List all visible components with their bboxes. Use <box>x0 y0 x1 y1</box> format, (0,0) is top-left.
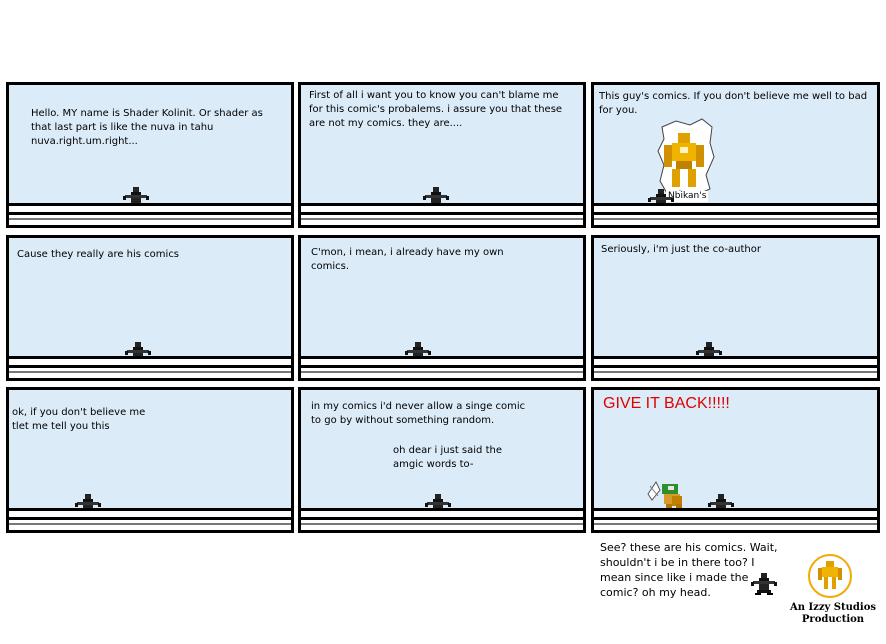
panel-1-text: Hello. MY name is Shader Kolinit. Or sha… <box>31 108 263 147</box>
panel-6-text: Seriously, i'm just the co-author <box>601 244 761 255</box>
floor <box>301 508 583 530</box>
panel-5: C'mon, i mean, i already have my own com… <box>298 235 586 381</box>
shout-text: GIVE IT BACK!!!!! <box>603 395 730 412</box>
logo-text: An Izzy Studios Production <box>788 602 878 626</box>
panel-6: Seriously, i'm just the co-author <box>591 235 880 381</box>
footer-caption: See? these are his comics. Wait, shouldn… <box>600 541 778 599</box>
logo-line-2: Production <box>801 614 865 625</box>
panel-4-text: Cause they really are his comics <box>17 249 180 260</box>
logo-robot-icon <box>818 561 842 589</box>
floor <box>594 356 877 378</box>
panel-8-text-2: oh dear i just said the amgic words to- <box>393 445 502 470</box>
gold-robot-figure <box>664 133 704 187</box>
name-label: Nbikan's <box>666 191 709 202</box>
floor <box>301 356 583 378</box>
panel-3: This guy's comics. If you don't believe … <box>591 82 880 228</box>
character-figure <box>751 573 777 595</box>
panel-1: Hello. MY name is Shader Kolinit. Or sha… <box>6 82 294 228</box>
studio-logo <box>808 554 852 598</box>
logo-line-1: An Izzy Studios <box>789 602 877 613</box>
panel-8: in my comics i'd never allow a singe com… <box>298 387 586 533</box>
panel-7: ok, if you don't believe me tlet me tell… <box>6 387 294 533</box>
floor <box>594 508 877 530</box>
floor <box>301 203 583 225</box>
floor <box>9 356 291 378</box>
panel-4: Cause they really are his comics <box>6 235 294 381</box>
panel-3-text: This guy's comics. If you don't believe … <box>599 91 868 116</box>
floor <box>594 203 877 225</box>
floor <box>9 508 291 530</box>
floor <box>9 203 291 225</box>
panel-2: First of all i want you to know you can'… <box>298 82 586 228</box>
panel-5-text: C'mon, i mean, i already have my own com… <box>311 247 504 272</box>
panel-7-text: ok, if you don't believe me tlet me tell… <box>12 407 146 432</box>
panel-2-text: First of all i want you to know you can'… <box>309 90 563 129</box>
panel-8-text: in my comics i'd never allow a singe com… <box>311 401 526 426</box>
panel-9: GIVE IT BACK!!!!! <box>591 387 880 533</box>
